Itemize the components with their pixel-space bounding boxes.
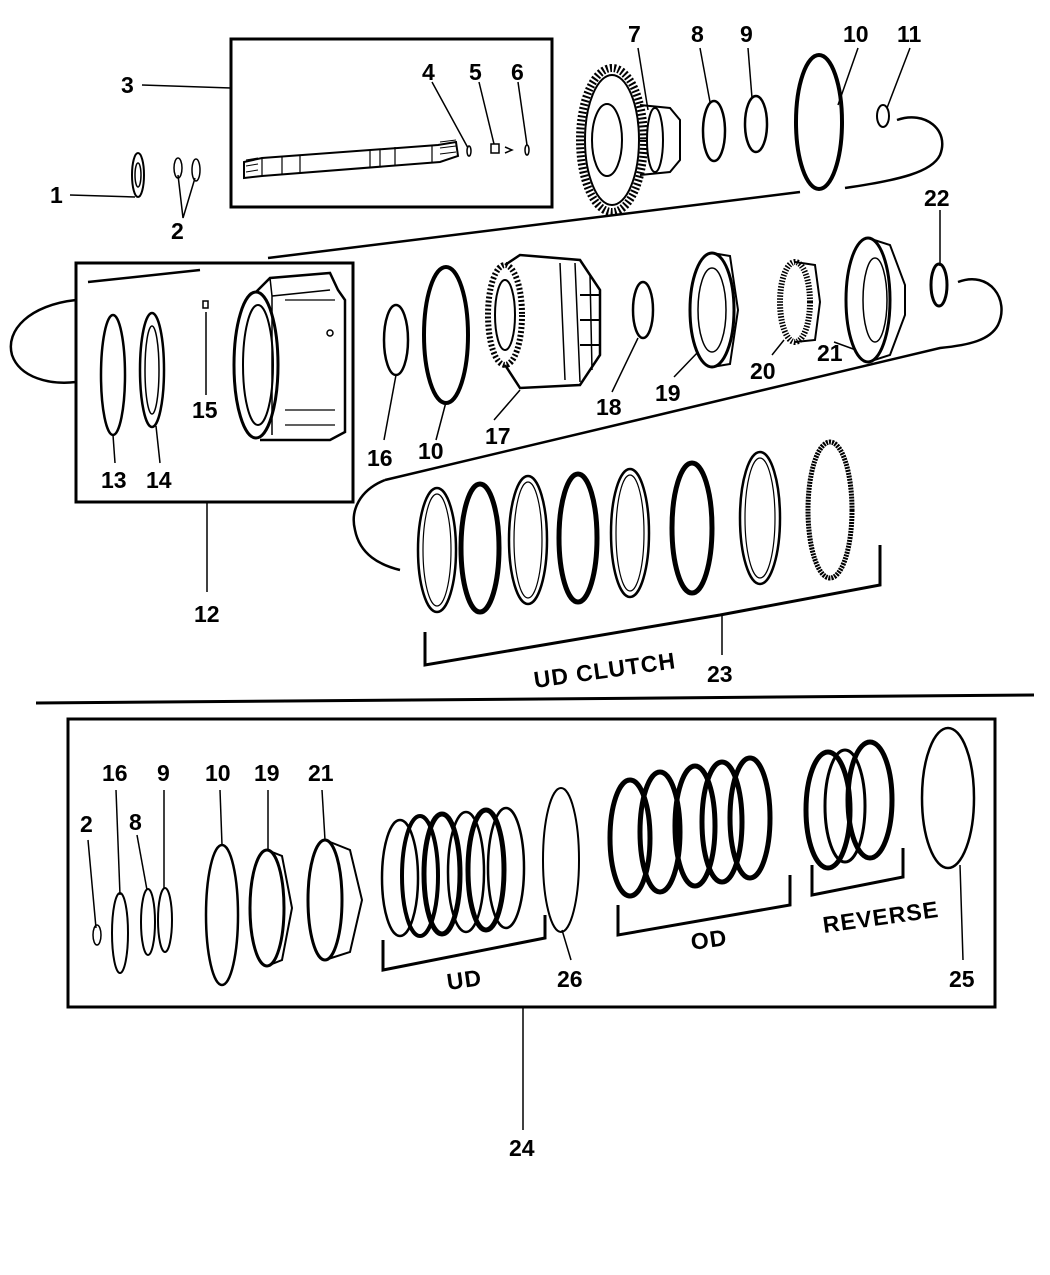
callout-20: 20 <box>750 358 776 384</box>
callout-22: 22 <box>924 185 950 211</box>
callout-17: 17 <box>485 423 511 449</box>
callout-15: 15 <box>192 397 218 423</box>
callout-4: 4 <box>422 59 435 85</box>
kit-ud-bracket <box>381 915 547 972</box>
connector-path-right <box>384 278 1003 482</box>
kit-callout-16: 16 <box>102 760 128 786</box>
part-18-snap-ring <box>631 280 655 340</box>
callout-19: 19 <box>655 380 681 406</box>
part-22-snap-ring <box>929 262 949 308</box>
kit-callout-2: 2 <box>80 811 93 837</box>
part-15-pin <box>202 300 209 309</box>
label-reverse: REVERSE <box>821 896 940 938</box>
part-20-spring-pack <box>777 259 822 345</box>
callout-13: 13 <box>101 467 127 493</box>
callout-9: 9 <box>740 21 753 47</box>
kit-part-9-ring <box>157 887 173 953</box>
box-part-24 <box>66 717 997 1009</box>
label-ud-clutch: UD CLUTCH <box>532 647 677 693</box>
part-21-balance-piston <box>844 236 906 364</box>
part-19-piston <box>688 251 740 369</box>
callout-10: 10 <box>843 21 869 47</box>
part-12-clutch-housing <box>232 271 347 442</box>
callout-11: 11 <box>897 21 922 47</box>
connector-path-top <box>844 116 944 190</box>
leader-lines <box>69 47 964 1130</box>
kit-part-16-ring <box>111 892 129 974</box>
ud-clutch-bracket <box>423 545 882 667</box>
part-1-thrust-washer <box>131 152 145 198</box>
kit-callout-26: 26 <box>557 966 583 992</box>
callout-3: 3 <box>121 72 134 98</box>
callout-12: 12 <box>194 601 220 627</box>
part-11-snap-ring <box>876 104 890 128</box>
part-4-5-6-small-parts <box>466 143 530 157</box>
callout-24: 24 <box>509 1135 535 1161</box>
connector-loop-left <box>9 298 77 384</box>
callout-labels: 1 2 3 4 5 6 7 8 9 10 11 12 13 14 15 16 1… <box>50 21 975 1161</box>
callout-5: 5 <box>469 59 482 85</box>
kit-callout-25: 25 <box>949 966 975 992</box>
callout-6: 6 <box>511 59 524 85</box>
callout-23: 23 <box>707 661 733 687</box>
kit-od-bracket <box>616 875 792 937</box>
part-8-seal-ring <box>701 99 727 163</box>
part-10-large-ring <box>422 265 470 405</box>
callout-10-middle: 10 <box>418 438 444 464</box>
ud-clutch-plates <box>416 439 855 615</box>
part-7-gear-hub <box>576 64 681 216</box>
callout-1: 1 <box>50 182 63 208</box>
kit-part-21-piston <box>306 838 364 962</box>
label-od: OD <box>689 924 729 955</box>
label-ud: UD <box>445 964 484 995</box>
part-9-seal-ring <box>743 94 769 154</box>
kit-part-10-ring <box>204 843 240 987</box>
callout-21: 21 <box>817 340 843 366</box>
kit-reverse-plates <box>803 739 895 871</box>
kit-od-plates <box>607 755 773 899</box>
kit-callout-21: 21 <box>308 760 334 786</box>
part-10-o-ring <box>794 53 844 191</box>
kit-part-19-piston <box>248 848 294 968</box>
callout-8: 8 <box>691 21 704 47</box>
kit-part-8-ring <box>140 888 156 956</box>
connector-line-to-box-12 <box>267 190 801 260</box>
part-14-piston <box>138 311 166 429</box>
callout-16: 16 <box>367 445 393 471</box>
kit-part-25-ring <box>920 726 976 870</box>
section-divider <box>35 693 1035 705</box>
kit-part-2-ring <box>92 924 102 946</box>
callout-18: 18 <box>596 394 622 420</box>
kit-ud-plates <box>380 806 526 938</box>
kit-callout-10: 10 <box>205 760 231 786</box>
kit-reverse-bracket <box>810 848 905 897</box>
callout-7: 7 <box>628 21 641 47</box>
kit-callout-19: 19 <box>254 760 280 786</box>
kit-part-26-ring <box>542 787 580 933</box>
part-17-clutch-retainer <box>485 253 602 390</box>
kit-callout-9: 9 <box>157 760 170 786</box>
connector-loop-ud <box>352 478 401 572</box>
callout-2: 2 <box>171 218 184 244</box>
box-part-3 <box>229 37 554 209</box>
input-shaft <box>243 139 460 180</box>
part-13-ring <box>99 313 127 437</box>
part-16-ring <box>382 303 410 377</box>
callout-14: 14 <box>146 467 172 493</box>
kit-callout-8: 8 <box>129 809 142 835</box>
